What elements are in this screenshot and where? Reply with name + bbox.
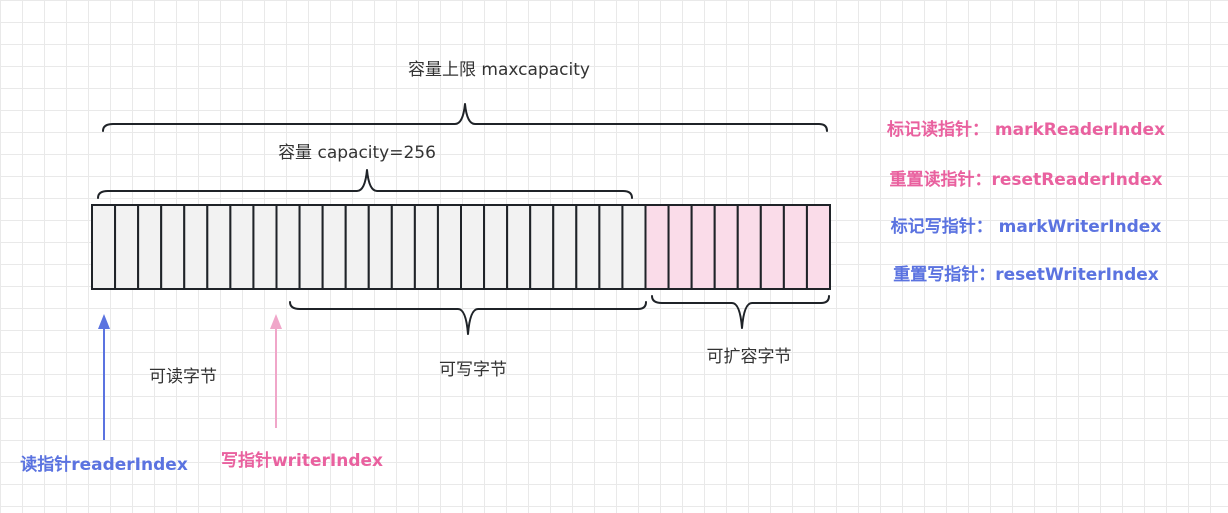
buffer-cell [460,204,486,290]
writer-pointer-label: 写指针writerIndex [221,450,383,471]
methods-legend: 标记读指针： markReaderIndex 重置读指针：resetReader… [887,119,1165,285]
buffer-cells [91,204,831,290]
capacity-label: 容量 capacity=256 [278,143,436,163]
capacity-brace [97,169,633,199]
expand-cell [805,204,831,290]
method-reset-reader: 重置读指针：resetReaderIndex [890,169,1163,190]
max-capacity-label: 容量上限 maxcapacity [408,60,590,80]
buffer-cell [183,204,209,290]
buffer-cell [321,204,347,290]
buffer-cell [367,204,393,290]
buffer-cell [275,204,301,290]
expandable-bytes-label: 可扩容字节 [707,347,792,367]
buffer-cell [575,204,601,290]
buffer-cell [413,204,439,290]
expand-cell [782,204,808,290]
method-mark-reader: 标记读指针： markReaderIndex [887,119,1165,140]
buffer-cell [483,204,509,290]
buffer-cell [436,204,462,290]
expand-cell [759,204,785,290]
buffer-cell [598,204,624,290]
buffer-cell [344,204,370,290]
buffer-cell [529,204,555,290]
reader-pointer-arrow [98,314,110,440]
writer-pointer-arrow [270,314,282,428]
buffer-cell [229,204,255,290]
reader-pointer-label: 读指针readerIndex [20,454,188,475]
buffer-cell [160,204,186,290]
expand-cell [736,204,762,290]
method-reset-writer: 重置写指针：resetWriterIndex [893,264,1159,285]
readable-bytes-label: 可读字节 [149,367,217,387]
buffer-cell [621,204,647,290]
expand-cell [667,204,693,290]
buffer-cell [91,204,117,290]
writable-bytes-label: 可写字节 [439,360,507,380]
buffer-cell [114,204,140,290]
expand-cell [644,204,670,290]
buffer-cell [137,204,163,290]
buffer-cell [390,204,416,290]
buffer-cell [252,204,278,290]
buffer-cell [552,204,578,290]
expand-cell [690,204,716,290]
expandable-brace [651,295,830,329]
buffer-cell [506,204,532,290]
expand-cell [713,204,739,290]
writable-brace [289,301,647,335]
buffer-cell [206,204,232,290]
buffer-cell [298,204,324,290]
method-mark-writer: 标记写指针： markWriterIndex [891,216,1162,237]
max-capacity-brace [102,103,828,132]
